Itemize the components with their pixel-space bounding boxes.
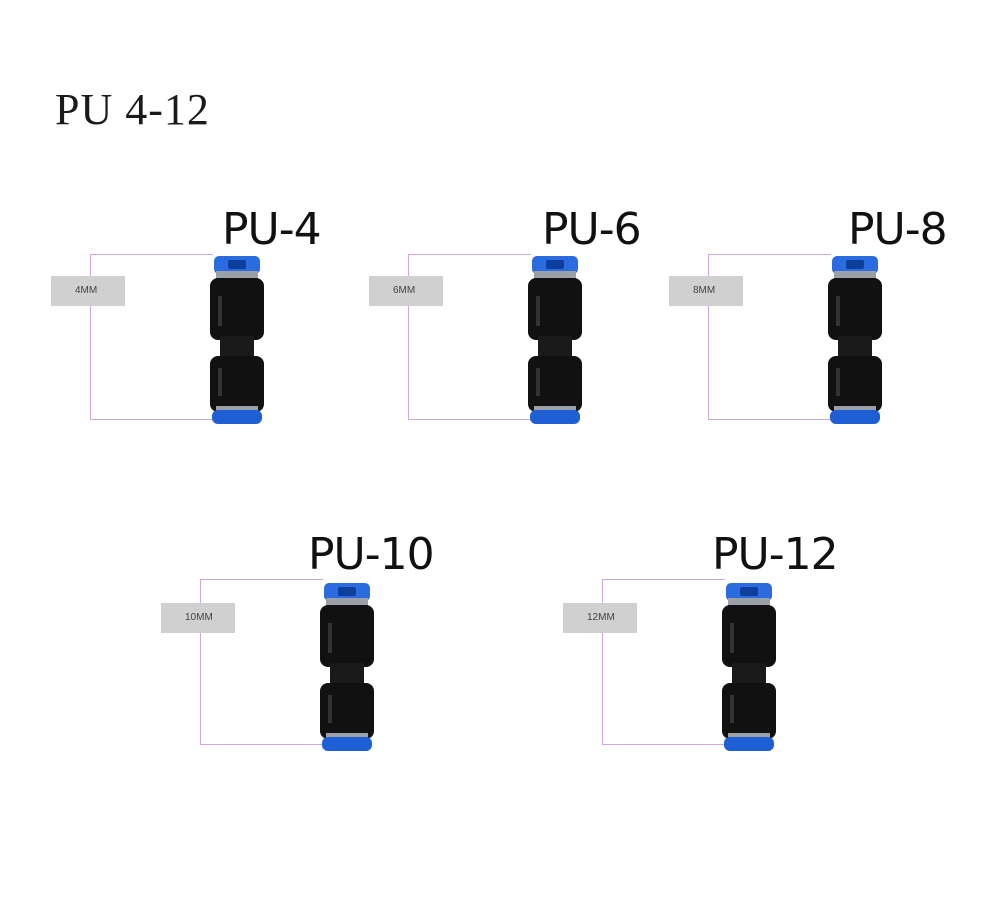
dimension-bracket [708,254,831,420]
size-tag: 4MM [51,276,125,306]
fitting-item-pu-8: PU-8 8MM [658,200,958,440]
straight-connector-image [206,256,268,426]
straight-connector-image [524,256,586,426]
connector-graphic [210,256,264,424]
fitting-item-pu-6: PU-6 6MM [358,200,658,440]
straight-connector-image [718,583,780,753]
connector-graphic [320,583,374,751]
size-tag: 10MM [161,603,235,633]
size-tag: 6MM [369,276,443,306]
straight-connector-image [316,583,378,753]
fitting-model-label: PU-4 [222,204,322,255]
fitting-item-pu-10: PU-10 10MM [150,525,450,765]
fitting-model-label: PU-12 [712,529,839,580]
dimension-bracket [200,579,323,745]
fitting-item-pu-12: PU-12 12MM [552,525,852,765]
straight-connector-image [824,256,886,426]
size-tag: 8MM [669,276,743,306]
fitting-model-label: PU-10 [308,529,435,580]
fitting-item-pu-4: PU-4 4MM [40,200,340,440]
fitting-model-label: PU-8 [848,204,948,255]
size-tag: 12MM [563,603,637,633]
fitting-model-label: PU-6 [542,204,642,255]
connector-graphic [722,583,776,751]
dimension-bracket [602,579,725,745]
page-title: PU 4-12 [55,85,210,134]
dimension-bracket [90,254,213,420]
connector-graphic [528,256,582,424]
dimension-bracket [408,254,531,420]
connector-graphic [828,256,882,424]
